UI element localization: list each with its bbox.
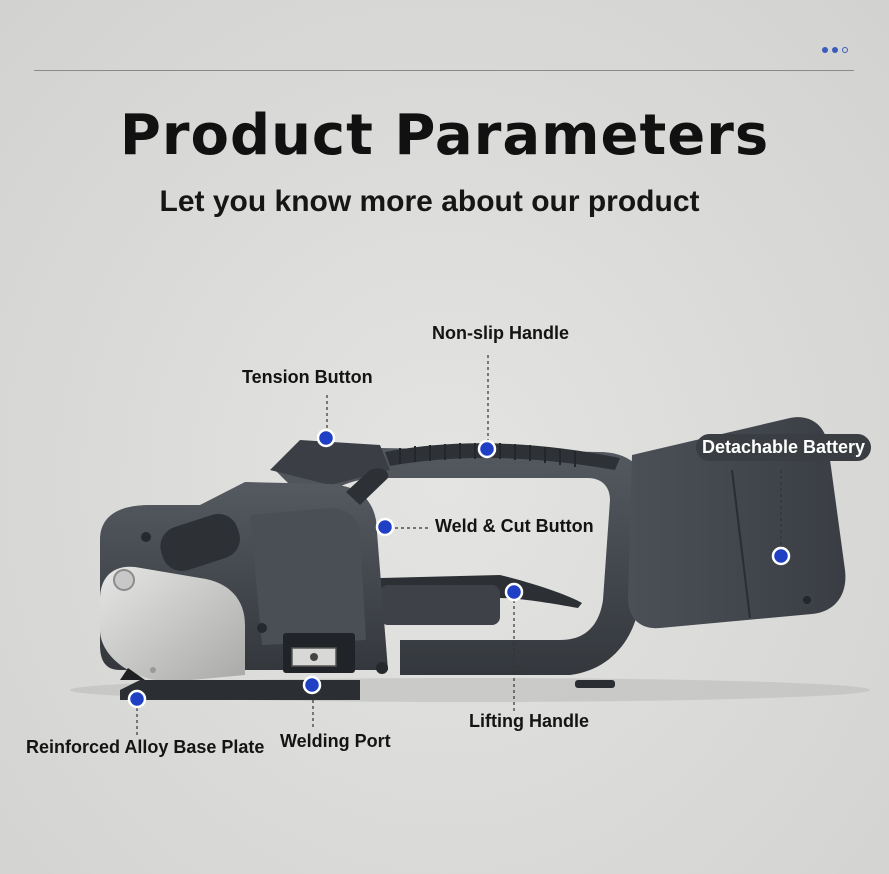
label-tension-button: Tension Button	[242, 367, 373, 387]
pager-dot[interactable]	[832, 47, 838, 53]
label-welding-port: Welding Port	[280, 731, 391, 751]
non-slip-grip	[385, 443, 620, 470]
grip-ribs	[399, 443, 576, 467]
alloy-cover	[100, 566, 245, 682]
label-detachable-battery: Detachable Battery	[696, 434, 872, 461]
marker-battery	[771, 546, 791, 566]
page-subtitle: Let you know more about our product	[159, 185, 700, 218]
tension-housing	[270, 440, 390, 485]
base-plate	[120, 680, 360, 700]
page-title: Product Parameters	[119, 103, 770, 168]
marker-welding-port	[302, 675, 322, 695]
marker-non-slip-handle	[477, 439, 497, 459]
weld-module	[250, 508, 366, 645]
battery-pack	[628, 417, 846, 629]
marker-base-plate	[127, 689, 147, 709]
marker-lifting-handle	[504, 582, 524, 602]
callout-markers	[127, 428, 791, 709]
label-non-slip-handle: Non-slip Handle	[432, 323, 570, 343]
pager-dot[interactable]	[822, 47, 828, 53]
weld-trigger	[346, 468, 389, 505]
leader-lines	[136, 355, 782, 738]
marker-weld-cut-button	[375, 517, 395, 537]
label-weld-cut-button: Weld & Cut Button	[435, 516, 594, 536]
label-base-plate: Reinforced Alloy Base Plate	[26, 737, 265, 757]
marker-tension-button	[316, 428, 336, 448]
pager-dots[interactable]	[822, 47, 848, 53]
header-divider	[34, 70, 854, 71]
lever-housing	[380, 585, 500, 625]
pager-dot[interactable]	[842, 47, 848, 53]
label-lifting-handle: Lifting Handle	[469, 711, 589, 731]
